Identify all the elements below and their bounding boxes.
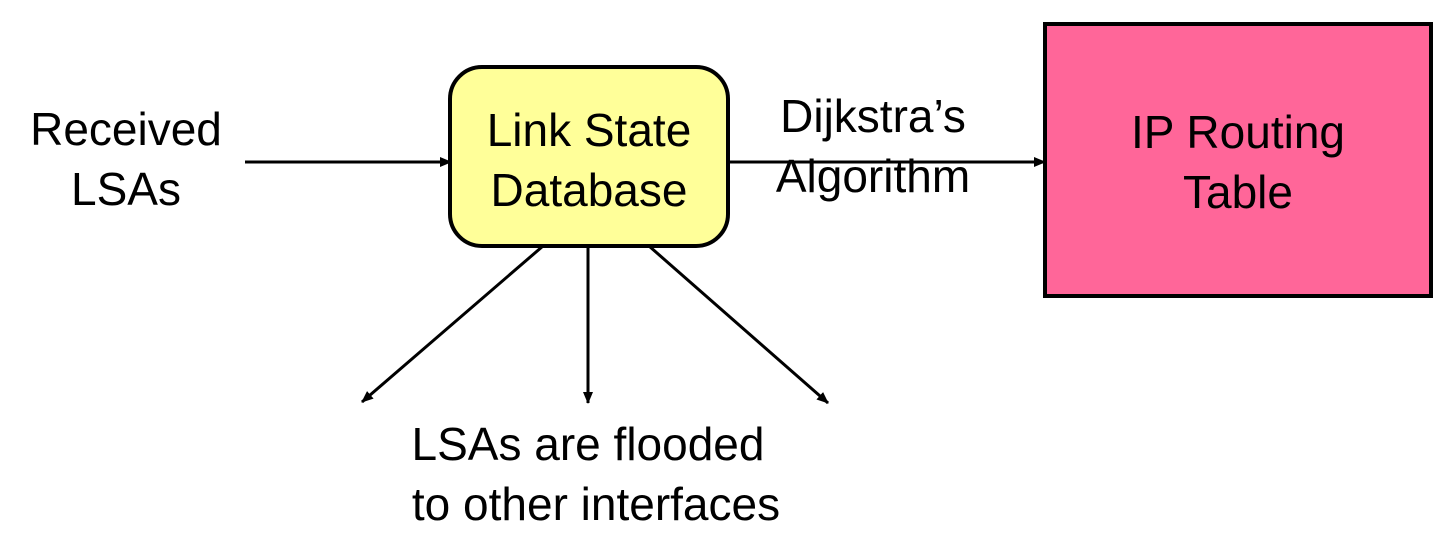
database-label-line2: Database — [491, 164, 688, 216]
received-lsas-label-line2: LSAs — [71, 163, 181, 215]
received-lsas-label-line1: Received — [30, 103, 222, 155]
algorithm-label-line1: Dijkstra’s — [780, 90, 966, 142]
link-state-database-box — [448, 65, 730, 248]
arrow-flood-left — [361, 244, 544, 404]
ip-routing-table-box — [1043, 22, 1433, 298]
flood-label-line1: LSAs are flooded — [412, 418, 765, 470]
routing-table-label-line2: Table — [1183, 166, 1293, 218]
algorithm-label-line2: Algorithm — [776, 150, 970, 202]
arrow-flood-right — [648, 244, 829, 405]
flood-label-line2: to other interfaces — [412, 478, 780, 530]
routing-table-label-line1: IP Routing — [1131, 106, 1345, 158]
database-label-line1: Link State — [487, 104, 692, 156]
